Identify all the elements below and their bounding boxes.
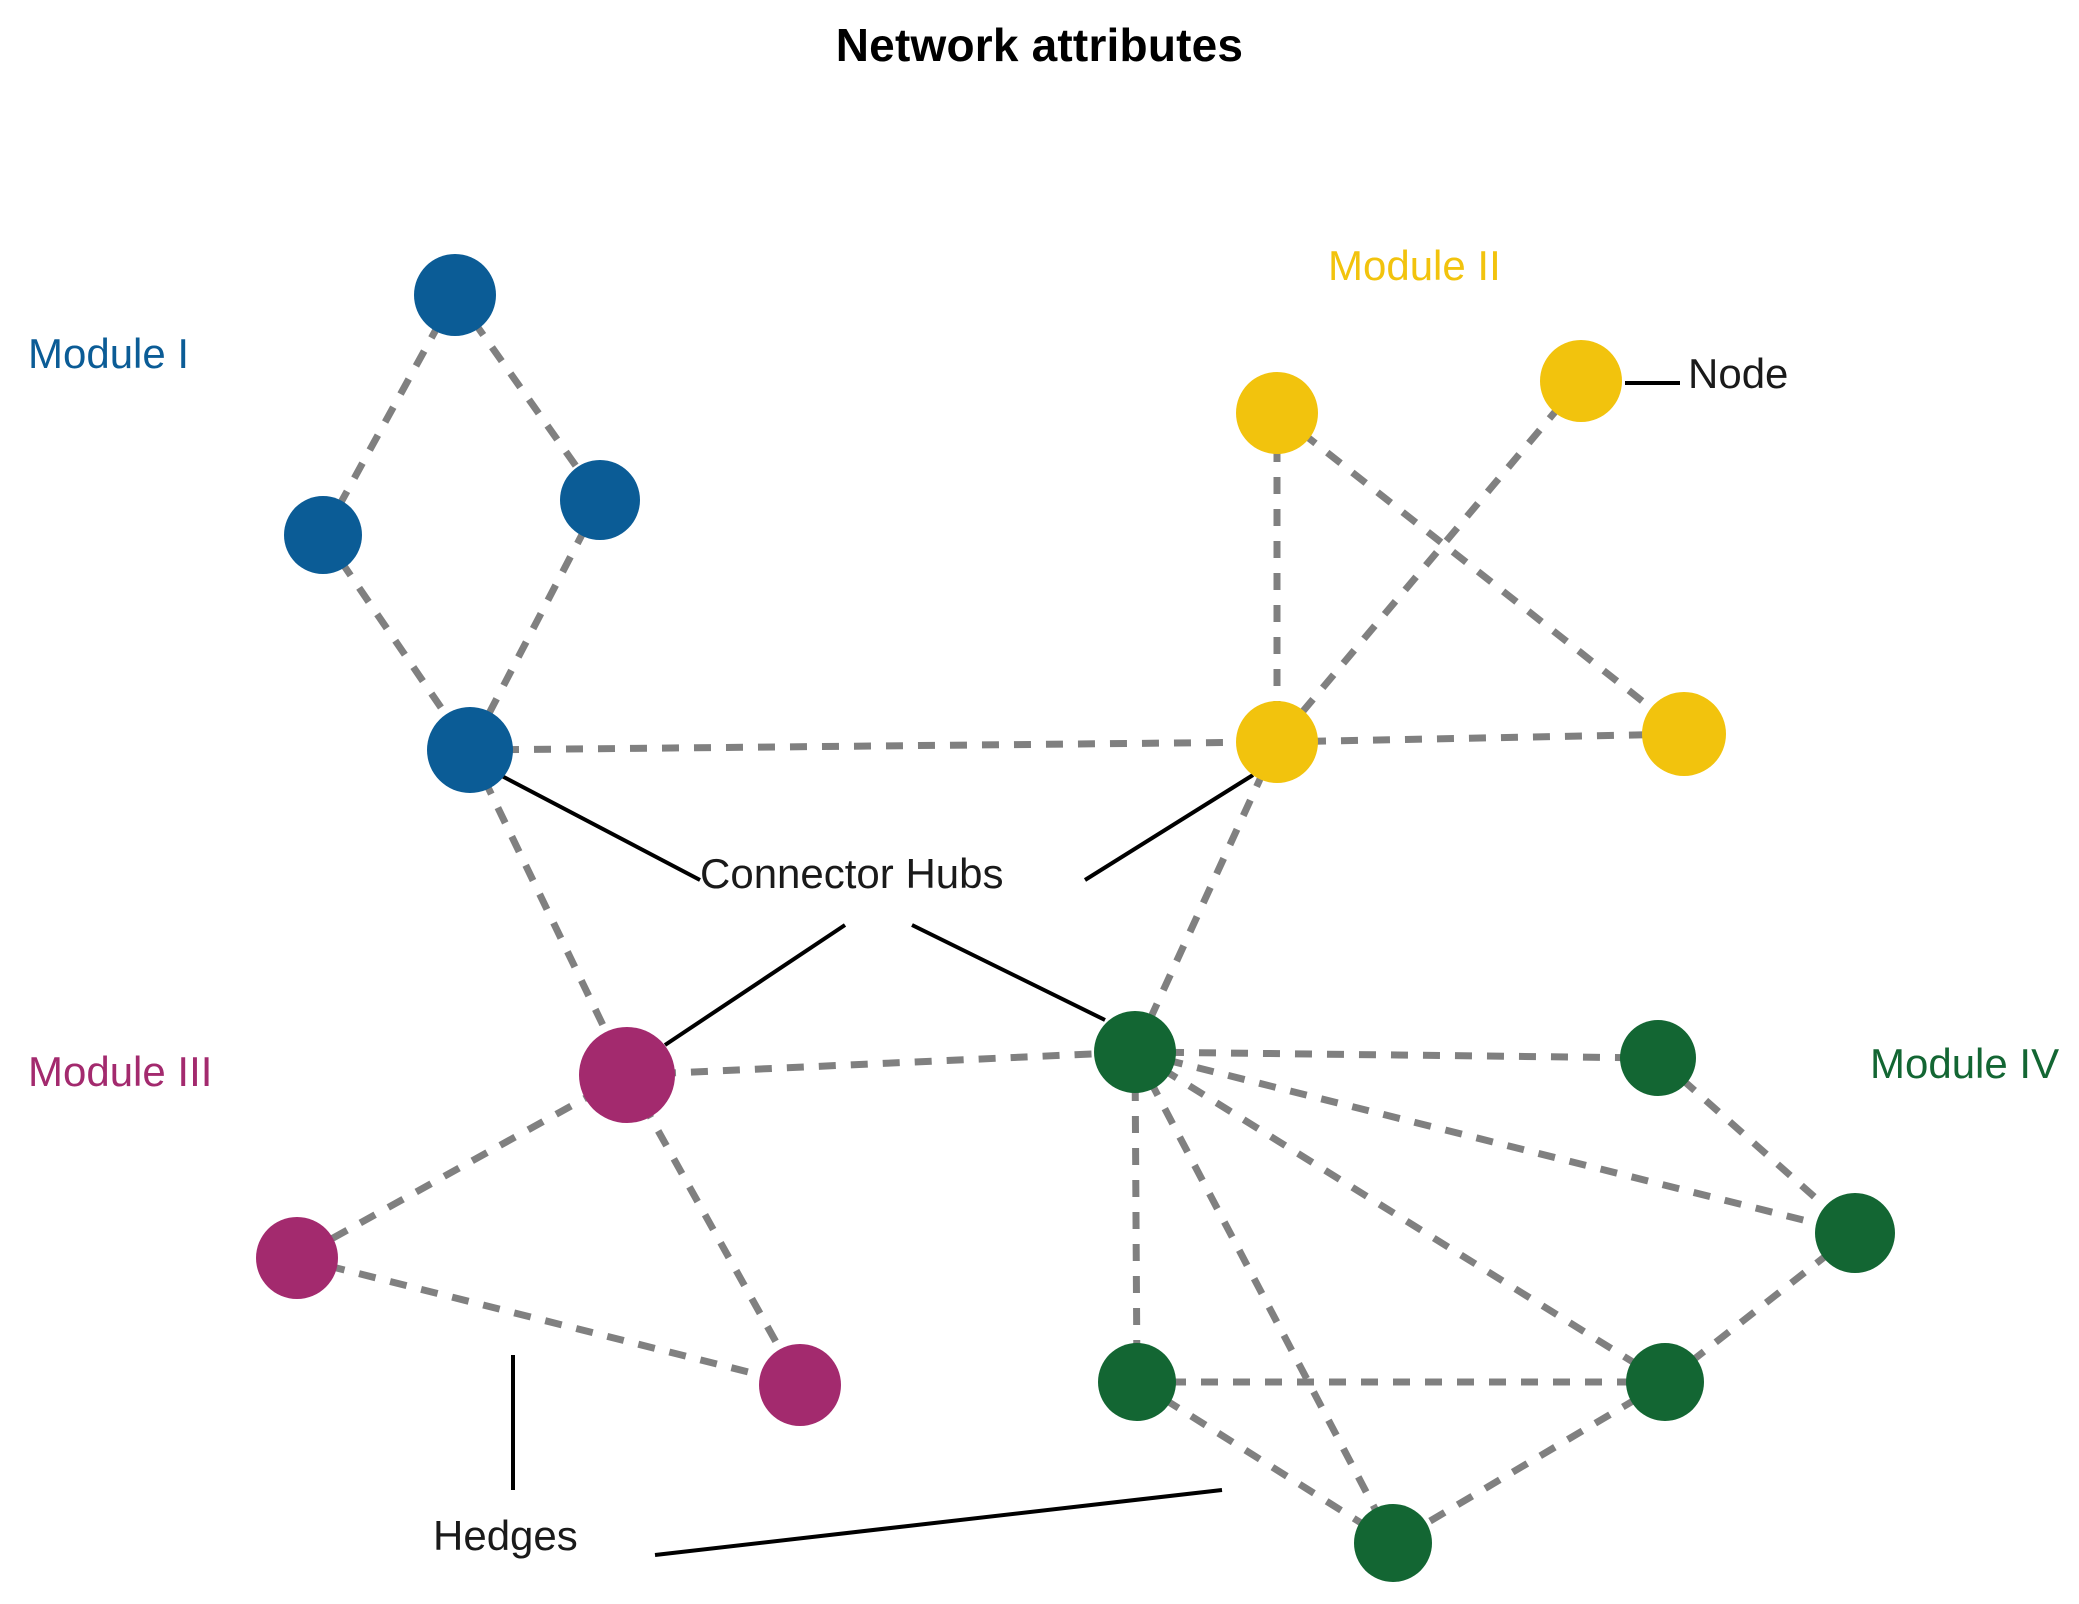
callout-label-node: Node [1688,350,1789,397]
graph-edge [1134,1048,1659,1062]
graph-node-g2[interactable] [1620,1020,1696,1096]
graph-edge [1131,1050,1397,1545]
page-title: Network attributes [835,19,1244,71]
graph-node-b3[interactable] [560,460,640,540]
graph-node-g3[interactable] [1815,1193,1895,1273]
leader-line [654,1488,1223,1557]
connector-hub-node-b4[interactable] [427,707,513,793]
graph-edge [320,533,473,752]
graph-edge [1274,378,1584,745]
graph-edge [1134,1048,1856,1237]
graph-node-y2[interactable] [1540,340,1622,422]
leader-line [1083,773,1255,882]
leader-line [911,923,1106,1022]
graph-edge [469,738,1278,754]
graph-edge [1131,740,1281,1054]
graph-node-b1[interactable] [414,254,496,336]
connector-hub-node-g1[interactable] [1094,1011,1176,1093]
graph-edge [1135,1379,1395,1546]
graph-node-g4[interactable] [1098,1343,1176,1421]
graph-edge [466,748,631,1077]
callout-label-connector-hubs: Connector Hubs [700,850,1004,897]
graph-node-b2[interactable] [284,496,362,574]
callout-label-hedges: Hedges [433,1512,578,1559]
graph-edge [1391,1378,1667,1547]
module-label-ii: Module II [1328,242,1501,289]
leader-lines-layer [499,381,1680,1557]
connector-hub-node-y3[interactable] [1236,701,1318,783]
graph-edge [295,1071,629,1262]
graph-edge [1131,1051,1141,1383]
graph-edge [1274,410,1687,737]
graph-node-m2[interactable] [256,1217,338,1299]
graph-node-m3[interactable] [759,1344,841,1426]
leader-line [663,923,847,1047]
graph-edge [623,1073,804,1387]
graph-edge [466,498,604,752]
graph-edge [1662,1230,1858,1385]
graph-node-y4[interactable] [1642,692,1726,776]
module-label-i: Module I [28,330,190,377]
graph-edge [1133,1049,1667,1385]
graph-edge [296,1254,801,1389]
graph-node-y1[interactable] [1236,372,1318,454]
graph-node-g5[interactable] [1626,1343,1704,1421]
edges-layer [295,292,1858,1547]
graph-edge [319,293,459,537]
graph-edge [626,1048,1136,1079]
graph-node-g6[interactable] [1354,1504,1432,1582]
leader-line [499,773,701,882]
module-label-iv: Module IV [1870,1040,2060,1087]
nodes-layer [256,254,1895,1582]
module-label-iii: Module III [28,1048,213,1095]
graph-edge [1655,1055,1858,1236]
graph-edge [452,292,603,503]
connector-hub-node-m1[interactable] [579,1027,675,1123]
graph-edge [1276,730,1685,746]
